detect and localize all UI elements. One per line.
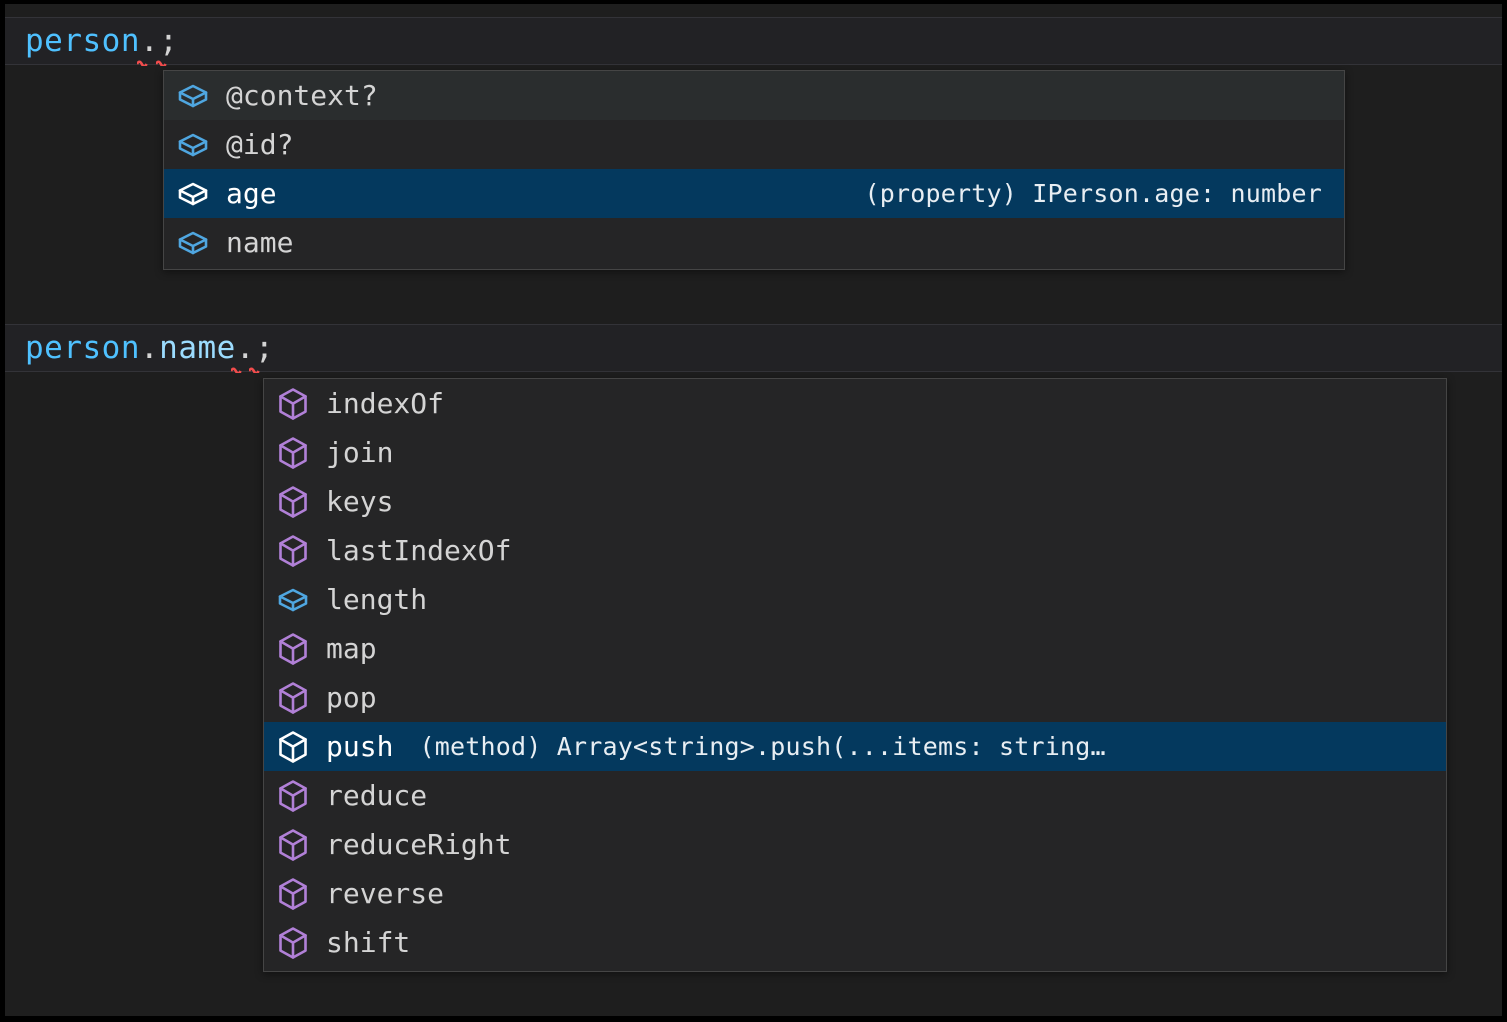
method-cube-icon [274, 532, 312, 570]
code-line-2[interactable]: person.name.; [5, 324, 1502, 373]
suggestion-item[interactable]: map [264, 624, 1446, 673]
code-line-1-text: person.; [5, 23, 179, 66]
suggestion-item[interactable]: indexOf [264, 379, 1446, 428]
error-squiggle-icon [249, 366, 268, 373]
suggestion-label: @context? [226, 79, 378, 112]
method-cube-icon [274, 826, 312, 864]
method-cube-icon [274, 385, 312, 423]
suggestion-label: reduce [326, 779, 428, 812]
suggestion-label: push [326, 730, 394, 763]
suggestion-item[interactable]: shift [264, 918, 1446, 967]
suggestion-label: reverse [326, 877, 445, 910]
suggestion-label: name [226, 226, 294, 259]
autocomplete-popup-2[interactable]: indexOf join keys lastIndexOf length map pop pu… [263, 378, 1447, 972]
suggestion-label: @id? [226, 128, 294, 161]
suggestion-label: keys [326, 485, 394, 518]
code-token-punctuation: . [139, 23, 160, 59]
property-cube-icon [174, 224, 212, 262]
suggestion-label: join [326, 436, 394, 469]
suggestion-item[interactable]: reverse [264, 869, 1446, 918]
property-cube-icon [174, 77, 212, 115]
suggestion-item[interactable]: push (method) Array<string>.push(...items… [264, 722, 1446, 771]
suggestion-label: map [326, 632, 377, 665]
suggestion-item[interactable]: keys [264, 477, 1446, 526]
suggestion-detail: (method) Array<string>.push(...items: st… [419, 732, 1106, 761]
property-cube-icon [274, 581, 312, 619]
suggestion-item[interactable]: reduceRight [264, 820, 1446, 869]
code-line-1[interactable]: person.; [5, 17, 1502, 66]
suggestion-item[interactable]: name [164, 218, 1344, 267]
suggestion-label: pop [326, 681, 377, 714]
suggestion-item[interactable]: age (property) IPerson.age: number [164, 169, 1344, 218]
method-cube-icon [274, 679, 312, 717]
error-squiggle-icon [155, 59, 175, 66]
method-cube-icon [274, 630, 312, 668]
suggestion-item[interactable]: reduce [264, 771, 1446, 820]
method-cube-icon [274, 434, 312, 472]
property-cube-icon [174, 126, 212, 164]
error-squiggle-icon [230, 366, 250, 373]
suggestion-item[interactable]: @context? [164, 71, 1344, 120]
code-token-variable: person [25, 23, 140, 59]
method-cube-icon [274, 777, 312, 815]
suggestion-label: length [326, 583, 428, 616]
code-editor-surface[interactable]: person.; person.name.; @context?@id?age(… [5, 4, 1502, 1016]
suggestion-label: shift [326, 926, 411, 959]
code-token-variable: person [25, 330, 140, 366]
code-token-punctuation: ; [159, 23, 179, 59]
suggestion-label: indexOf [326, 387, 445, 420]
suggestion-item[interactable]: pop [264, 673, 1446, 722]
code-token-punctuation: ; [254, 330, 275, 366]
suggestion-item[interactable]: @id? [164, 120, 1344, 169]
code-token-punctuation: . [235, 330, 255, 366]
autocomplete-popup-1[interactable]: @context? @id? age (property) IPerson.age: … [163, 70, 1345, 270]
method-cube-icon [274, 875, 312, 913]
suggestion-item[interactable]: join [264, 428, 1446, 477]
suggestion-label: reduceRight [326, 828, 512, 861]
error-squiggle-icon [137, 59, 156, 66]
method-cube-icon [274, 483, 312, 521]
property-cube-icon [174, 175, 212, 213]
suggestion-item[interactable]: length [264, 575, 1446, 624]
suggestion-item[interactable]: lastIndexOf [264, 526, 1446, 575]
code-line-2-text: person.name.; [5, 330, 275, 373]
code-token-punctuation: . [139, 330, 160, 366]
suggestion-label: age [226, 177, 277, 210]
method-cube-icon [274, 728, 312, 766]
suggestion-detail: (property) IPerson.age: number [864, 179, 1322, 208]
method-cube-icon [274, 924, 312, 962]
suggestion-label: lastIndexOf [326, 534, 512, 567]
code-token-property: name [159, 330, 236, 366]
